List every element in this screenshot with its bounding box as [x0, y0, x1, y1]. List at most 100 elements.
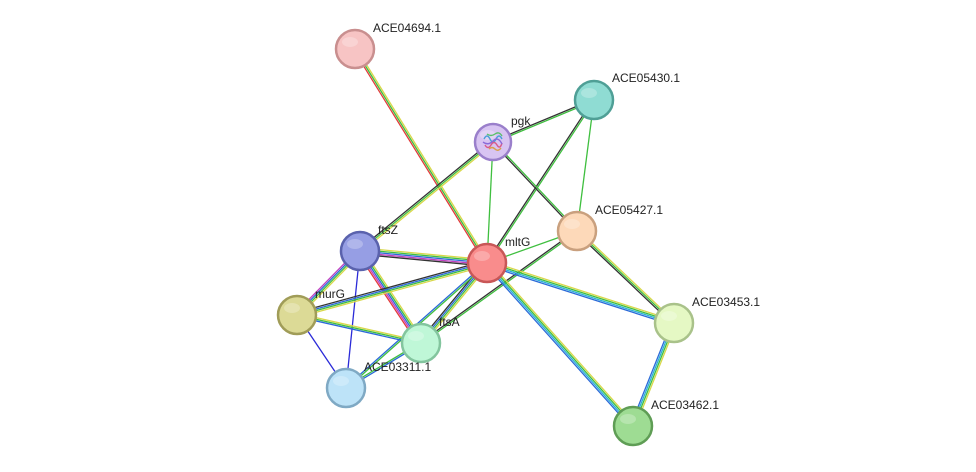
edge-strand	[355, 47, 489, 263]
node-ace03311-1[interactable]: ACE03311.1	[325, 360, 431, 409]
node-label: ACE04694.1	[373, 21, 441, 35]
node-highlight	[284, 303, 300, 313]
edge-strand	[296, 315, 421, 346]
edge-strand	[485, 263, 633, 427]
node-circle[interactable]	[466, 242, 508, 284]
node-ace03453-1[interactable]: ACE03453.1	[653, 295, 760, 344]
edge-strand	[576, 99, 595, 232]
node-highlight	[564, 219, 580, 229]
node-label: mltG	[505, 235, 530, 249]
edge-strand	[420, 229, 577, 343]
structure-strand	[488, 146, 502, 151]
edge-strand	[486, 263, 674, 325]
structure-strand	[486, 132, 503, 137]
node-label: murG	[315, 287, 345, 301]
edge-strand	[485, 99, 594, 263]
node-ace05430-1[interactable]: ACE05430.1	[573, 71, 680, 121]
edge-strand	[493, 141, 579, 231]
node-highlight	[342, 37, 358, 47]
edge-strand	[359, 253, 487, 267]
edge-ftsz-mltg[interactable]	[359, 247, 488, 267]
edge-strand	[487, 262, 635, 426]
edge-strand	[353, 49, 487, 265]
edge-strand	[575, 231, 674, 325]
edge-strand	[486, 264, 674, 326]
edge-strand	[358, 140, 493, 251]
edge-ftsz-ace03311-1[interactable]	[345, 250, 361, 389]
edge-pgk-ace05427-1[interactable]	[491, 141, 579, 232]
edge-strand	[360, 248, 488, 263]
edge-strand	[487, 260, 675, 322]
node-highlight	[620, 414, 636, 424]
edge-pgk-ftsz[interactable]	[358, 140, 495, 253]
edge-murg-ftsa[interactable]	[296, 312, 422, 346]
edge-strand	[297, 263, 488, 317]
protein-structure-icon	[482, 132, 503, 151]
node-highlight	[474, 251, 490, 261]
node-ace05427-1[interactable]: ACE05427.1	[556, 203, 663, 252]
edge-ace05427-1-ftsa[interactable]	[420, 229, 578, 345]
node-label: pgk	[511, 114, 531, 128]
node-label: ACE03462.1	[651, 398, 719, 412]
node-circle[interactable]	[573, 79, 615, 121]
node-murg[interactable]: murG	[276, 287, 345, 336]
edge-strand	[491, 142, 577, 232]
edge-ace05430-1-mltg[interactable]	[485, 99, 596, 264]
node-ftsz[interactable]: ftsZ	[339, 223, 398, 272]
edge-strand	[296, 260, 487, 314]
node-label: ACE05427.1	[595, 203, 663, 217]
edge-strand	[487, 100, 596, 264]
edge-ace04694-1-mltg[interactable]	[353, 47, 489, 265]
edge-strand	[359, 141, 494, 252]
structure-strand	[483, 135, 503, 143]
node-pgk[interactable]: pgk	[473, 114, 531, 162]
edge-strand	[576, 230, 675, 324]
edge-strand	[297, 264, 488, 318]
edge-strand	[296, 261, 487, 315]
edge-strand	[488, 260, 636, 425]
node-ftsa[interactable]: ftsA	[400, 315, 460, 364]
edge-mltg-ace03462-1[interactable]	[484, 260, 636, 429]
node-circle[interactable]	[653, 302, 695, 344]
structure-strand	[484, 141, 503, 149]
node-label: ACE03453.1	[692, 295, 760, 309]
edge-strand	[577, 229, 676, 323]
edge-ace05430-1-ace05427-1[interactable]	[576, 99, 595, 232]
edge-strand	[360, 142, 495, 253]
node-label: ftsZ	[378, 223, 398, 237]
node-circle[interactable]	[334, 28, 376, 70]
structure-strand	[482, 138, 503, 145]
node-circle[interactable]	[400, 322, 442, 364]
edge-strand	[487, 261, 675, 323]
node-highlight	[581, 88, 597, 98]
node-ace04694-1[interactable]: ACE04694.1	[334, 21, 441, 70]
node-circle[interactable]	[612, 405, 654, 447]
edge-strand	[359, 250, 488, 264]
edge-strand	[360, 247, 488, 261]
edge-strand	[421, 231, 578, 345]
edge-strand	[484, 264, 632, 429]
edge-strand	[297, 312, 422, 343]
node-circle[interactable]	[325, 367, 367, 409]
node-circle[interactable]	[276, 294, 318, 336]
node-highlight	[408, 331, 424, 341]
node-circle[interactable]	[339, 230, 381, 272]
node-ace03462-1[interactable]: ACE03462.1	[612, 398, 719, 447]
edge-strand	[354, 48, 488, 264]
node-label: ftsA	[439, 315, 460, 329]
node-highlight	[347, 239, 363, 249]
edge-strand	[359, 251, 487, 266]
node-highlight	[333, 376, 349, 386]
node-highlight	[661, 311, 677, 321]
edge-ace05427-1-ace03453-1[interactable]	[575, 229, 676, 325]
edge-mltg-ace03453-1[interactable]	[486, 260, 675, 326]
node-label: ACE05430.1	[612, 71, 680, 85]
edge-strand	[296, 314, 422, 344]
edge-strand	[345, 250, 361, 389]
node-mltg[interactable]: mltG	[466, 235, 530, 284]
node-circle[interactable]	[556, 210, 598, 252]
node-label: ACE03311.1	[364, 360, 431, 374]
edge-mltg-murg[interactable]	[296, 260, 488, 318]
